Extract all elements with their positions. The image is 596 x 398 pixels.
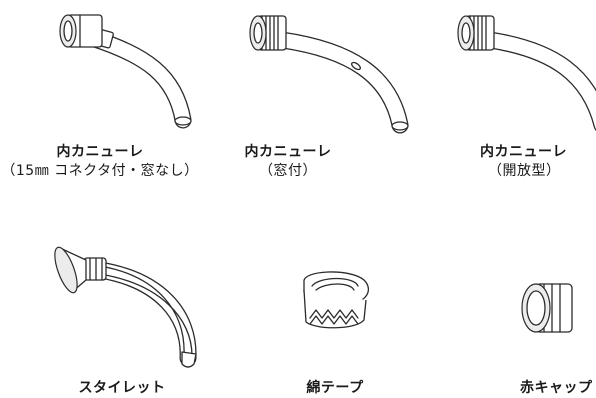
stylet-item: スタイレット	[0, 230, 210, 396]
inner-cannula-open-spec: （開放型）	[488, 163, 561, 179]
stylet-label: スタイレット	[52, 379, 192, 398]
cotton-tape-name: 綿テープ	[306, 380, 364, 396]
inner-cannula-15mm-label: 内カニューレ （15㎜ コネクタ付・窓なし）	[0, 143, 200, 181]
inner-cannula-open-illustration	[457, 15, 596, 132]
inner-cannula-open-name: 内カニューレ	[480, 144, 567, 160]
red-cap-illustration	[521, 283, 573, 333]
cotton-tape-item: 綿テープ	[270, 230, 400, 396]
inner-cannula-15mm-illustration	[59, 14, 192, 129]
inner-cannula-15mm-spec: （15㎜ コネクタ付・窓なし）	[1, 163, 199, 179]
cotton-tape-illustration	[303, 271, 369, 329]
inner-cannula-open-label: 内カニューレ （開放型）	[480, 143, 596, 181]
inner-cannula-open-item: 内カニューレ （開放型）	[424, 0, 596, 190]
inner-cannula-window-item: 内カニューレ （窓付）	[210, 0, 410, 190]
red-cap-label: 赤キャップ	[520, 379, 596, 398]
red-cap-name: 赤キャップ	[520, 380, 593, 396]
inner-cannula-window-spec: （窓付）	[259, 163, 317, 179]
stylet-illustration	[54, 246, 197, 368]
stylet-name: スタイレット	[78, 380, 166, 396]
cotton-tape-label: 綿テープ	[290, 379, 380, 398]
red-cap-item: 赤キャップ	[460, 230, 596, 396]
inner-cannula-window-name: 内カニューレ	[244, 144, 332, 160]
inner-cannula-15mm-item: 内カニューレ （15㎜ コネクタ付・窓なし）	[0, 0, 200, 190]
inner-cannula-window-label: 内カニューレ （窓付）	[233, 143, 343, 181]
inner-cannula-window-illustration	[249, 15, 409, 134]
inner-cannula-15mm-name: 内カニューレ	[56, 144, 144, 160]
